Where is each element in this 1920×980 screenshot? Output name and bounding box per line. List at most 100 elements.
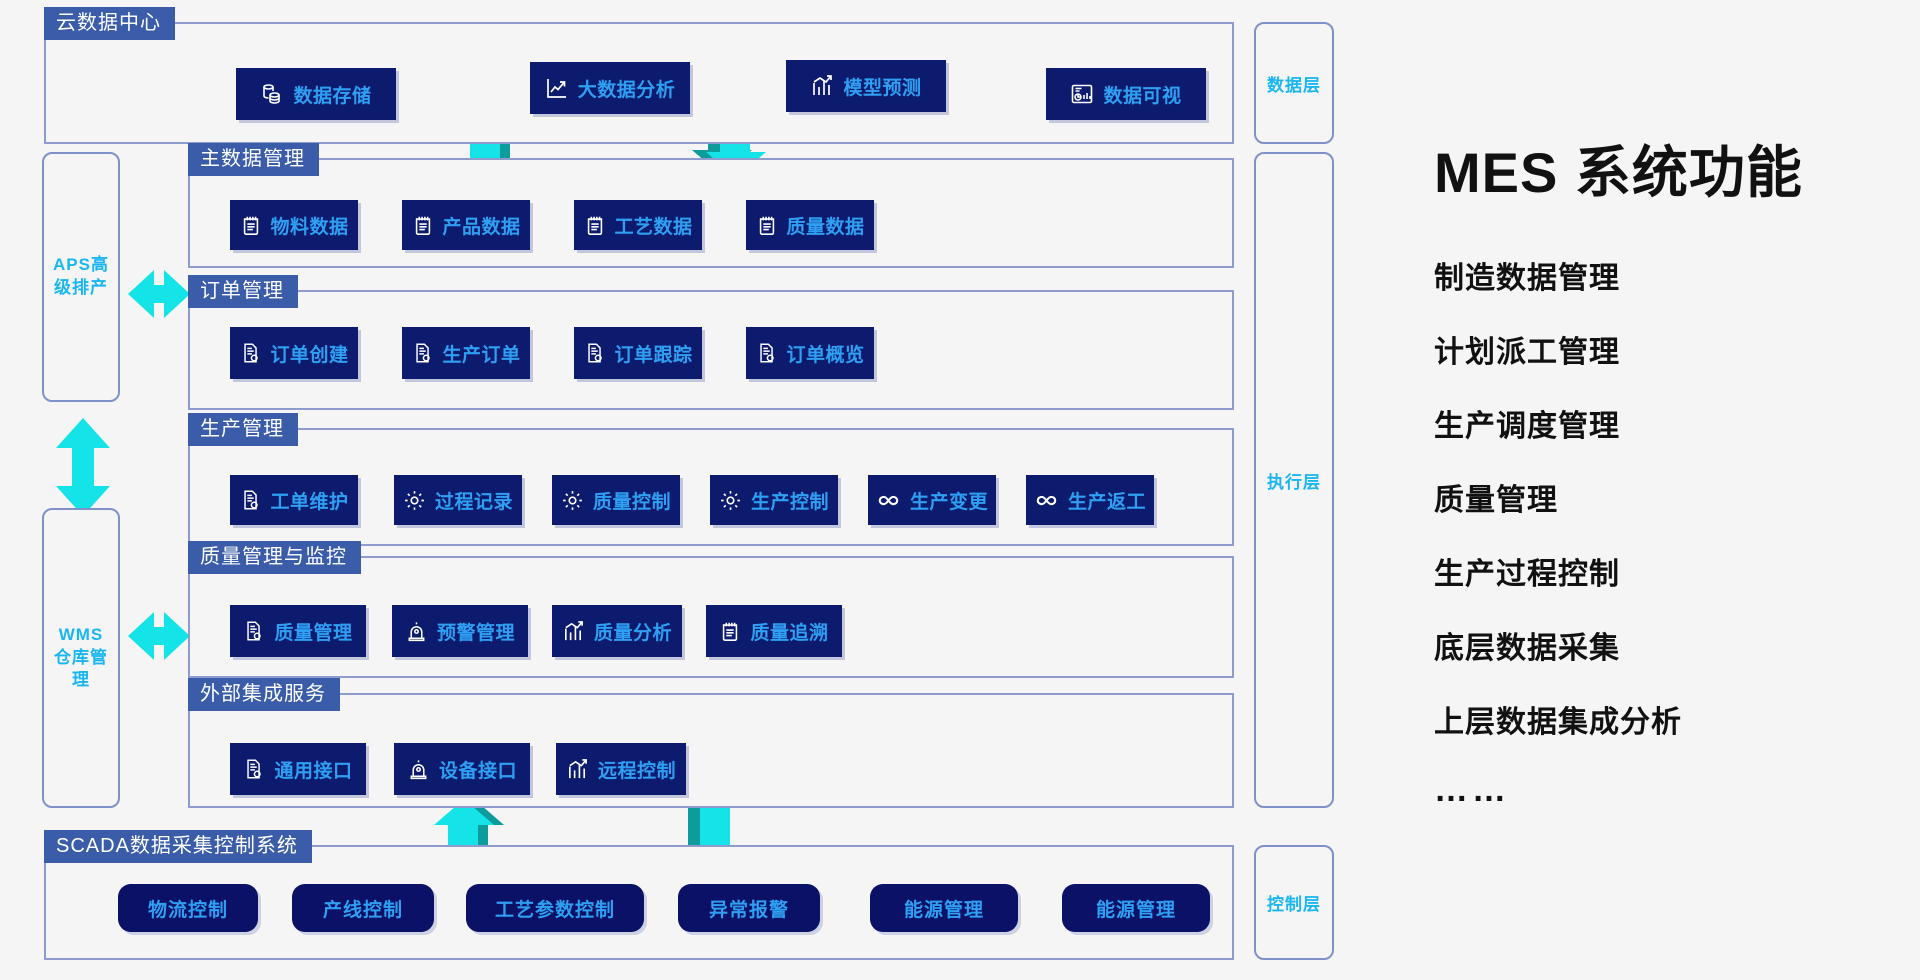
arrow-aps-wms-vertical [56,418,110,516]
document-gear-icon [247,621,262,641]
mes-feature-panel: MES 系统功能 制造数据管理 计划派工管理 生产调度管理 质量管理 生产过程控… [1434,128,1904,810]
chip-label: 物料数据 [270,216,349,238]
chip-model-prediction[interactable]: 模型预测 [786,60,946,112]
document-gear-icon [587,343,602,363]
pill-energy-management-1[interactable]: 能源管理 [870,884,1018,932]
side-system-aps[interactable]: APS高级排产 [42,152,120,402]
pill-line-control[interactable]: 产线控制 [292,884,434,932]
section-title-external-integration-services: 外部集成服务 [188,678,340,711]
chip-process-data[interactable]: 工艺数据 [574,200,702,250]
chip-label: 生产控制 [751,491,830,513]
chip-order-create[interactable]: 订单创建 [230,327,358,379]
pill-label: 能源管理 [903,899,984,921]
mes-feature-item-1: 计划派工管理 [1434,336,1620,369]
chip-label: 工单维护 [270,491,349,513]
chip-production-rework[interactable]: 生产返工 [1026,475,1154,525]
chip-quality-management[interactable]: 质量管理 [230,605,366,657]
chip-label: 远程控制 [598,760,677,782]
chart-growth-icon [569,758,587,778]
mes-feature-item-6: 上层数据集成分析 [1434,706,1682,739]
document-gear-icon [243,490,258,510]
chip-label: 质量追溯 [750,622,829,644]
chip-production-change[interactable]: 生产变更 [868,475,996,525]
pill-label: 工艺参数控制 [494,899,615,921]
chip-product-data[interactable]: 产品数据 [402,200,530,250]
infinity-icon [878,495,899,505]
mes-feature-item-3: 质量管理 [1434,484,1558,517]
database-icon [263,84,281,104]
pill-energy-management-2[interactable]: 能源管理 [1062,884,1210,932]
chip-big-data-analysis[interactable]: 大数据分析 [530,62,690,114]
chip-label: 产品数据 [442,216,521,238]
pill-logistics-control[interactable]: 物流控制 [118,884,258,932]
chip-label: 订单创建 [270,344,349,366]
chip-label: 设备接口 [438,760,517,782]
chip-label: 订单概览 [786,344,865,366]
chip-work-order-maintenance[interactable]: 工单维护 [230,475,358,525]
chip-label: 通用接口 [274,760,353,782]
section-master-data-management: 主数据管理 [188,143,1234,268]
clipboard-icon [759,216,774,235]
chip-material-data[interactable]: 物料数据 [230,200,358,250]
pill-label: 物流控制 [147,899,228,921]
chip-label: 生产返工 [1068,491,1147,513]
section-title-production-management: 生产管理 [188,413,298,446]
mes-feature-item-5: 底层数据采集 [1434,632,1620,665]
chip-quality-data[interactable]: 质量数据 [746,200,874,250]
layer-control: 控制层 [1254,845,1334,960]
chip-label: 模型预测 [843,77,922,99]
chip-production-order[interactable]: 生产订单 [402,327,530,379]
section-title-cloud-data-center: 云数据中心 [44,7,175,40]
chip-device-interface[interactable]: 设备接口 [394,743,530,795]
chip-label: 生产变更 [910,491,989,513]
arrow-wms-horizontal [128,612,190,660]
chip-alarm-management[interactable]: 预警管理 [392,605,528,657]
section-order-management: 订单管理 [188,275,1234,410]
chip-quality-traceability[interactable]: 质量追溯 [706,605,842,657]
layer-label: 执行层 [1267,472,1321,492]
chip-data-storage[interactable]: 数据存储 [236,68,396,120]
gear-icon [721,490,740,510]
chip-quality-control[interactable]: 质量控制 [552,475,680,525]
dashboard-icon [1072,84,1093,104]
chip-label: 生产订单 [442,344,521,366]
arrow-aps-horizontal [128,270,190,318]
alarm-icon [410,759,427,779]
chip-quality-analysis[interactable]: 质量分析 [552,605,682,657]
chip-label: 数据可视 [1103,85,1182,107]
pill-label: 产线控制 [322,899,403,921]
chip-label: 预警管理 [436,622,515,644]
layer-label: 数据层 [1267,75,1321,95]
chip-order-tracking[interactable]: 订单跟踪 [574,327,702,379]
document-gear-icon [415,343,430,363]
chip-label: 质量管理 [274,622,353,644]
gear-icon [563,490,582,510]
pill-label: 异常报警 [708,899,789,921]
chip-remote-control[interactable]: 远程控制 [556,743,686,795]
document-gear-icon [247,759,262,779]
chart-growth-icon [813,75,833,95]
mes-feature-item-ellipsis: …… [1434,771,1510,809]
side-system-label: APS高级排产 [53,255,109,297]
chip-label: 质量数据 [786,216,865,238]
pill-process-parameter-control[interactable]: 工艺参数控制 [466,884,644,932]
pill-label: 能源管理 [1095,899,1176,921]
document-gear-icon [759,343,774,363]
chip-label: 订单跟踪 [614,344,693,366]
infinity-icon [1036,495,1057,505]
chart-growth-icon [565,620,583,640]
chip-production-control[interactable]: 生产控制 [710,475,838,525]
chip-label: 质量分析 [594,622,673,644]
side-system-wms[interactable]: WMS仓库管理 [42,508,120,808]
chip-data-visualization[interactable]: 数据可视 [1046,68,1206,120]
layer-label: 控制层 [1267,895,1321,914]
chip-process-record[interactable]: 过程记录 [394,475,522,525]
mes-feature-item-2: 生产调度管理 [1434,410,1620,443]
chip-order-overview[interactable]: 订单概览 [746,327,874,379]
gear-icon [405,490,424,510]
clipboard-icon [587,216,602,235]
pill-abnormal-alarm[interactable]: 异常报警 [678,884,820,932]
chip-label: 大数据分析 [577,79,676,101]
chip-general-interface[interactable]: 通用接口 [230,743,366,795]
